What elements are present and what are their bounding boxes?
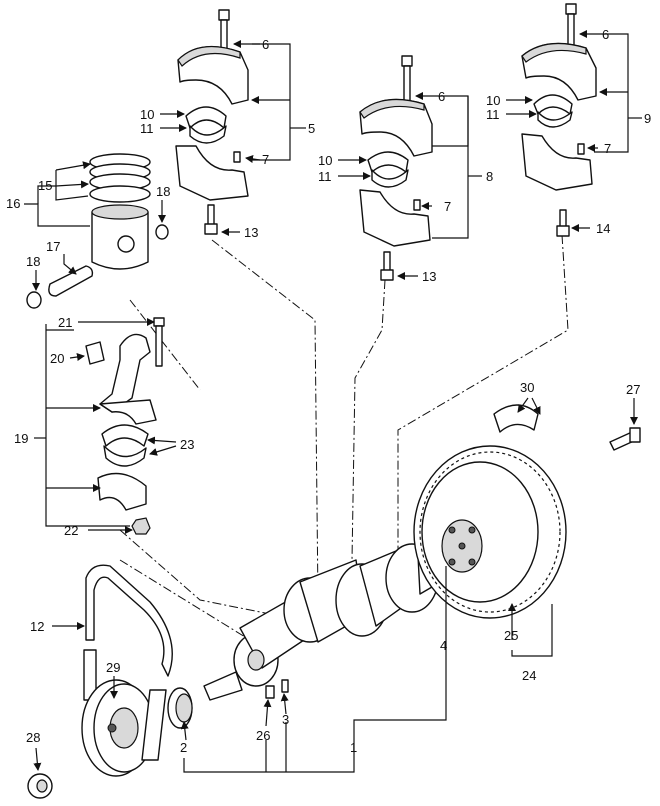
crankshaft-gear — [167, 687, 193, 729]
crank-key-26 — [265, 685, 275, 699]
rod-cap — [97, 472, 147, 511]
piston-pin — [48, 265, 94, 297]
callout-25: 25 — [504, 628, 518, 643]
callout-15: 15 — [38, 178, 52, 193]
callout-10-middle: 10 — [318, 153, 332, 168]
cap-bolt-14 — [556, 209, 570, 237]
piston-assembly — [26, 153, 169, 309]
main-bearing-saddle-right — [521, 133, 593, 191]
callout-7-middle: 7 — [444, 199, 451, 214]
callout-7-left: 7 — [262, 152, 269, 167]
callout-6-right: 6 — [602, 27, 609, 42]
callout-18-left: 18 — [26, 254, 40, 269]
callout-labels: 1 2 3 4 5 6 6 6 7 7 7 8 9 10 10 10 11 11… — [6, 27, 651, 755]
crankshaft — [203, 543, 445, 701]
crank-pin-3 — [281, 679, 289, 693]
cap-bolt-13-left — [204, 204, 218, 235]
snap-ring-18-left — [26, 291, 42, 309]
pulley-nut — [27, 773, 53, 799]
main-bearing-group-left — [175, 9, 249, 235]
rod-bearing-upper — [101, 424, 149, 447]
callout-6-left: 6 — [262, 37, 269, 52]
bearing-shell-upper-left — [185, 106, 227, 129]
callout-26: 26 — [256, 728, 270, 743]
connecting-rod-assembly — [85, 317, 165, 535]
callout-13-middle: 13 — [422, 269, 436, 284]
thrust-bearing-halves — [493, 404, 539, 433]
callout-16: 16 — [6, 196, 20, 211]
callout-11-right: 11 — [486, 107, 500, 122]
timing-chain — [85, 564, 173, 677]
callout-4: 4 — [440, 638, 447, 653]
callout-23: 23 — [180, 437, 194, 452]
rod-bushing — [85, 341, 105, 365]
cap-bolt-13-middle — [380, 251, 394, 281]
callout-1: 1 — [350, 740, 357, 755]
callout-6-middle: 6 — [438, 89, 445, 104]
callout-2: 2 — [180, 740, 187, 755]
rod-bearing-lower — [103, 445, 147, 467]
callout-22: 22 — [64, 523, 78, 538]
crankshaft-pulley — [81, 649, 167, 777]
callout-27: 27 — [626, 382, 640, 397]
callout-12: 12 — [30, 619, 44, 634]
main-bearing-group-middle — [359, 55, 433, 281]
rod-bolt-21 — [153, 317, 165, 367]
rod-nut-22 — [131, 517, 151, 535]
callout-17: 17 — [46, 239, 60, 254]
callout-14: 14 — [596, 221, 610, 236]
callout-9: 9 — [644, 111, 651, 126]
main-bearing-saddle-middle — [359, 189, 431, 247]
callout-18-right: 18 — [156, 184, 170, 199]
callout-11-left: 11 — [140, 121, 154, 136]
callout-24: 24 — [522, 668, 536, 683]
bearing-shell-lower-left — [189, 125, 227, 144]
callout-28: 28 — [26, 730, 40, 745]
callout-19: 19 — [14, 431, 28, 446]
main-bearing-group-right — [521, 3, 597, 237]
callout-10-right: 10 — [486, 93, 500, 108]
callout-21: 21 — [58, 315, 72, 330]
callout-5: 5 — [308, 121, 315, 136]
flywheel-bolt — [609, 427, 641, 451]
callout-11-middle: 11 — [318, 169, 332, 184]
callout-8: 8 — [486, 169, 493, 184]
callout-20: 20 — [50, 351, 64, 366]
callout-29: 29 — [106, 660, 120, 675]
callout-30: 30 — [520, 380, 534, 395]
dowel-7-left — [233, 151, 241, 163]
callout-3: 3 — [282, 712, 289, 727]
main-bearing-saddle-left — [175, 145, 249, 201]
flywheel — [413, 445, 567, 619]
snap-ring-18-right — [155, 224, 169, 240]
callout-7-right: 7 — [604, 141, 611, 156]
callout-10-left: 10 — [140, 107, 154, 122]
callout-13-left: 13 — [244, 225, 258, 240]
leader-lines — [24, 30, 642, 773]
